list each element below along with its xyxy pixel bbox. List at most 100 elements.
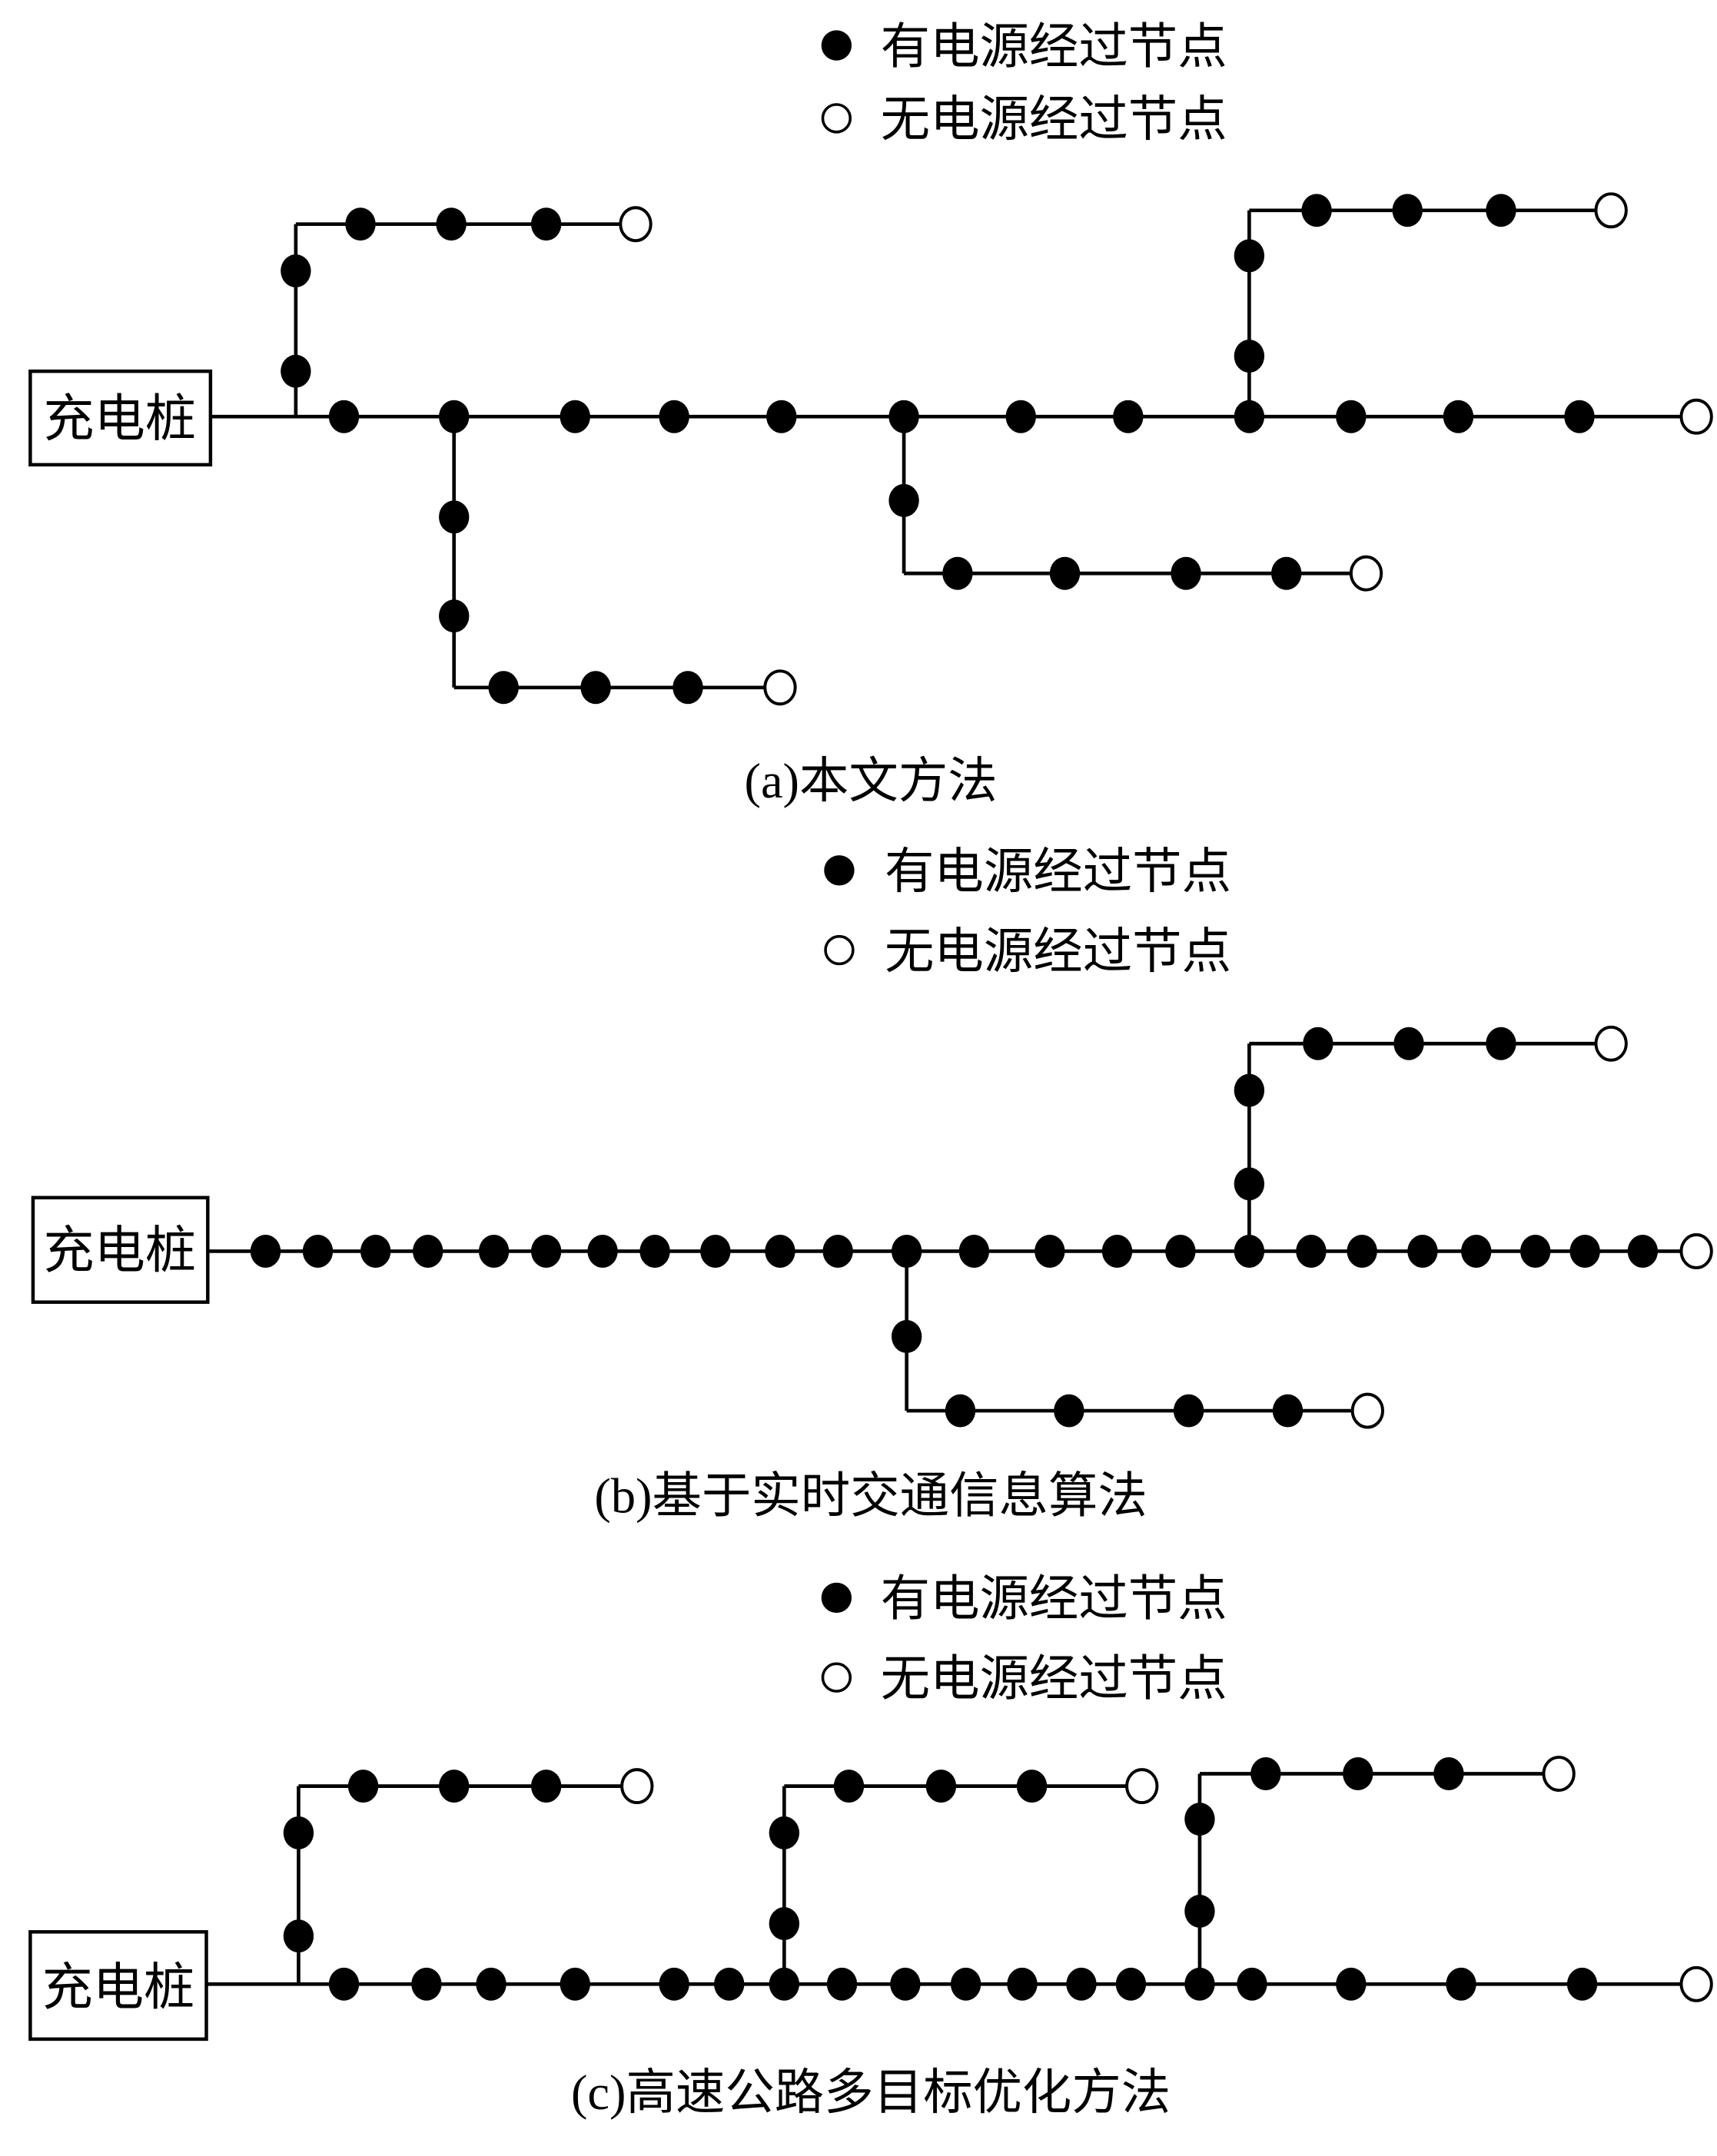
powered-node [281,354,311,388]
charging-station-box: 充电桩 [28,369,213,467]
powered-node [1234,400,1265,433]
powered-node [1234,1073,1265,1107]
powered-node [769,1907,800,1941]
powered-node [1035,1235,1065,1268]
powered-node [560,1967,590,2001]
powered-node [1184,1894,1215,1928]
open-circle-icon [821,103,852,134]
charging-station-label: 充电桩 [43,1221,196,1280]
legend-unpowered-label: 无电源经过节点 [881,1650,1227,1708]
powered-node [1461,1235,1492,1268]
powered-node [530,207,562,241]
unpowered-terminal-node [1679,1233,1713,1269]
powered-node [765,1235,795,1268]
powered-node [826,1967,858,2001]
powered-node [1433,1757,1464,1790]
powered-node [1343,1757,1373,1790]
powered-node [1007,1967,1038,2001]
powered-node [833,1770,865,1803]
powered-node [283,1919,314,1953]
powered-node [281,254,311,288]
powered-node [1234,340,1265,373]
legend-powered-label: 有电源经过节点 [881,1571,1227,1628]
powered-node [1234,1167,1265,1201]
panel-c: 有电源经过节点 无电源经过节点 充电桩 (c)高速公路多目标优化方法 [28,1571,1713,2120]
powered-node [1520,1235,1551,1268]
unpowered-terminal-node [619,206,653,243]
powered-node [328,1967,360,2001]
powered-node [476,1967,506,2001]
powered-node [580,671,611,705]
powered-node [1392,194,1423,227]
powered-node [478,1235,510,1268]
powered-node [1336,400,1367,433]
powered-node [1171,556,1201,590]
powered-node [560,400,590,433]
powered-node [700,1235,731,1268]
powered-node [1393,1027,1424,1060]
panel-caption-a: (a)本文方法 [744,754,997,808]
route-lines [210,208,1682,690]
unpowered-terminal-node [1594,192,1628,229]
filled-circle-icon [824,855,855,886]
powered-node [1272,1394,1304,1428]
powered-node [1347,1235,1377,1268]
legend-unpowered-label: 无电源经过节点 [881,91,1227,148]
charging-station-box: 充电桩 [28,1930,208,2042]
powered-node [250,1235,281,1268]
powered-node [530,1235,562,1268]
powered-node [1336,1967,1367,2001]
powered-node [1564,400,1595,433]
powered-node [673,671,703,705]
powered-node [1301,194,1332,227]
powered-node [1271,556,1302,590]
route-lines [206,1772,1682,1986]
route-lines [208,1041,1682,1413]
open-circle-icon [821,1662,852,1693]
route-nodes [250,1025,1713,1429]
route-nodes [283,1756,1713,2002]
powered-node [639,1235,670,1268]
powered-node [411,1967,442,2001]
powered-node [439,500,470,534]
powered-node [360,1235,391,1268]
powered-node [1566,1967,1598,2001]
powered-node [769,1816,800,1849]
charging-station-label: 充电桩 [42,1958,195,2017]
powered-node [958,1235,990,1268]
powered-node [328,400,360,433]
powered-node [769,1967,800,2001]
powered-node [945,1394,976,1428]
powered-node [1054,1394,1084,1428]
powered-node [345,207,376,241]
panel-b: 有电源经过节点 无电源经过节点 充电桩 (b)基于实时交通信息算法 [31,843,1713,1524]
powered-node [1627,1235,1659,1268]
powered-node [822,1235,853,1268]
powered-node [891,1319,922,1353]
legend: 有电源经过节点 无电源经过节点 [821,18,1227,148]
panel-caption-b: (b)基于实时交通信息算法 [594,1469,1147,1524]
powered-node [436,207,467,241]
route-network-a [210,192,1713,706]
powered-node [1303,1027,1333,1060]
panel-caption-c: (c)高速公路多目标优化方法 [571,2065,1171,2120]
charging-station-box: 充电桩 [31,1196,210,1304]
powered-node [1234,1235,1265,1268]
powered-node [950,1967,981,2001]
route-network-c [206,1756,1713,2002]
powered-node [1005,400,1036,433]
powered-node [587,1235,618,1268]
unpowered-terminal-node [1350,1392,1384,1429]
route-network-b [208,1025,1713,1429]
route-nodes [281,192,1713,706]
powered-node [659,400,689,433]
powered-node [891,1235,922,1268]
powered-node [1237,1967,1267,2001]
powered-node [530,1770,562,1803]
powered-node [1250,1757,1281,1790]
powered-node [890,1967,921,2001]
panel-a: 有电源经过节点 无电源经过节点 充电桩 (a)本文方法 [28,18,1713,808]
filled-circle-icon [821,1582,852,1614]
unpowered-terminal-node [1679,1965,1713,2002]
